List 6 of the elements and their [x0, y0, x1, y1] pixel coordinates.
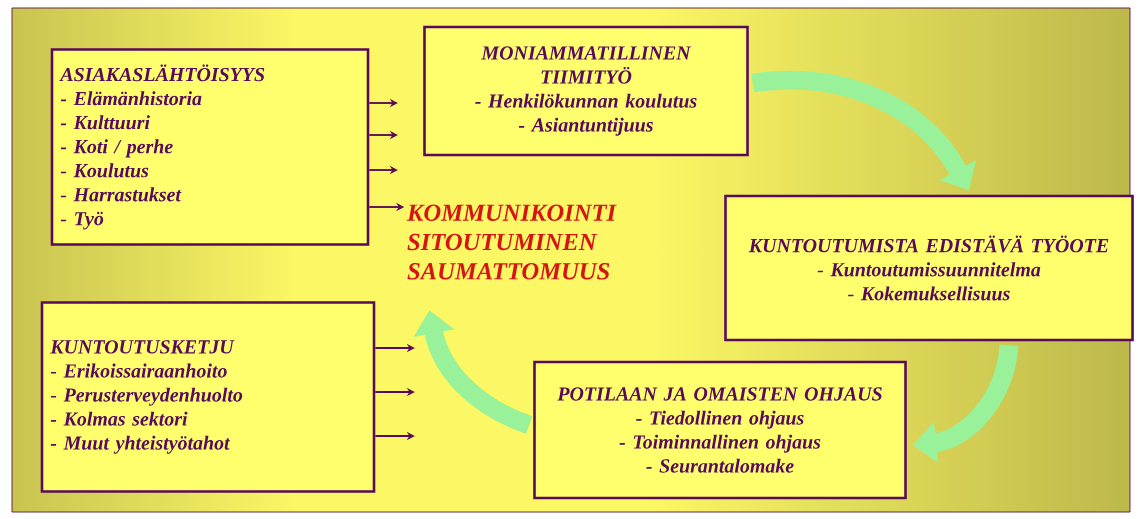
text-box: MONIAMMATILLINEN TIIMITYÖ - Henkilökunnan koulutus - Asiantuntijuus	[423, 25, 749, 157]
text-box: ASIAKASLÄHTÖISYYS - Elämänhistoria - Kulttuuri - Koti / perhe - Koulutus - Harrastukset - Työ	[50, 48, 370, 246]
center-text: KOMMUNIKOINTI SITOUTUMINEN SAUMATTOMUUS	[406, 204, 617, 280]
text-box: KUNTOUTUMISTA EDISTÄVÄ TYÖOTE - Kuntoutumissuunnitelma - Kokemuksellisuus	[724, 194, 1134, 342]
text-box: KUNTOUTUSKETJU - Erikoissairaanhoito - Perusterveydenhuolto - Kolmas sektori - Muut yhteistyötahot	[40, 301, 376, 493]
text-box: POTILAAN JA OMAISTEN OHJAUS - Tiedollinen ohjaus - Toiminnallinen ohjaus - Seurantalomake	[533, 360, 907, 500]
